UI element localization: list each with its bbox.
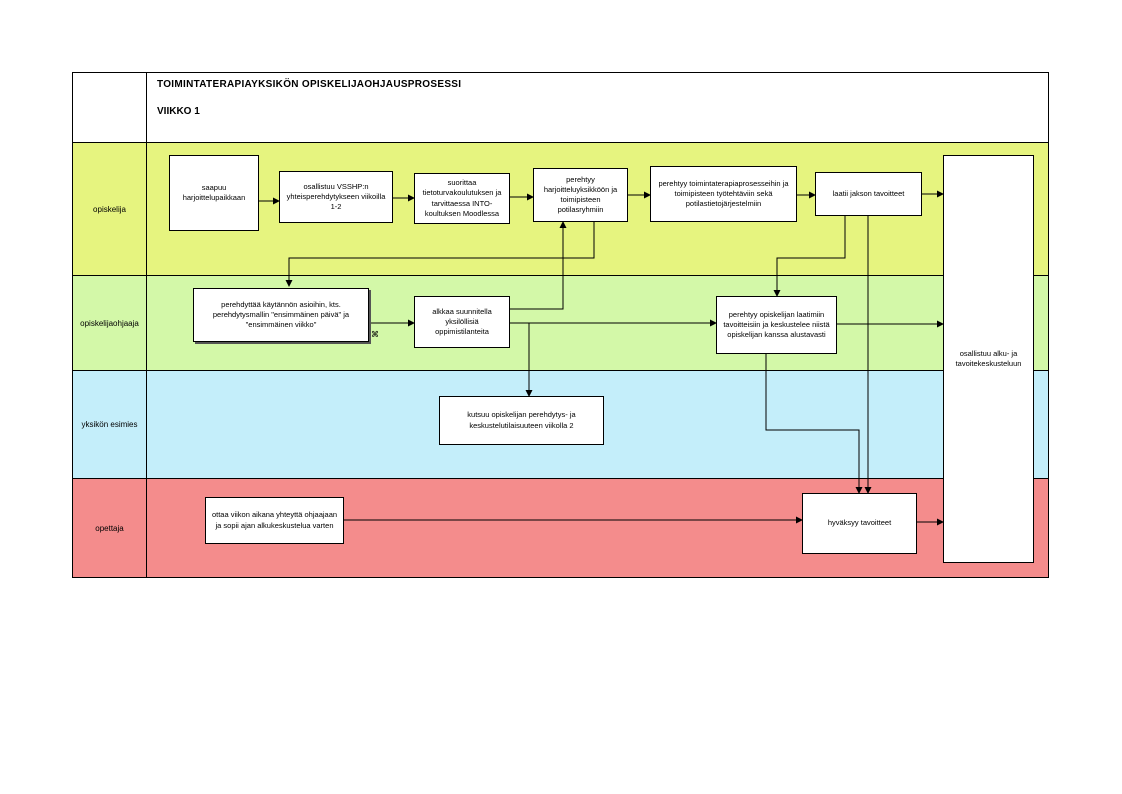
box-suorittaa: suorittaa tietoturvakoulutuksen ja tarvi… [414, 173, 510, 224]
lane-label-yksikon-esimies: yksikön esimies [73, 371, 147, 478]
document-icon: ⌘ [371, 330, 379, 339]
box-alku-tavoitekeskustelu: osallistuu alku- ja tavoitekeskusteluun [943, 155, 1034, 563]
box-kutsuu: kutsuu opiskelijan perehdytys- ja keskus… [439, 396, 604, 445]
diagram-header: TOIMINTATERAPIAYKSIKÖN OPISKELIJAOHJAUSP… [72, 72, 1049, 143]
box-osallistuu-vsshp: osallistuu VSSHP:n yhteisperehdytykseen … [279, 171, 393, 223]
box-perehtyy-harjoitteluyksikko: perehtyy harjoitteluyksikköön ja toimipi… [533, 168, 628, 222]
box-perehdyttaa: perehdyttää käytännön asioihin, kts. per… [193, 288, 369, 342]
box-hyvaksyy-tavoitteet: hyväksyy tavoitteet [802, 493, 917, 554]
lane-label-opiskelija: opiskelija [73, 143, 147, 275]
header-left-cell [73, 73, 147, 142]
box-ottaa-yhteytta: ottaa viikon aikana yhteyttä ohjaajaan j… [205, 497, 344, 544]
box-perehtyy-toimintaterapiaprosessit: perehtyy toimintaterapiaprosesseihin ja … [650, 166, 797, 222]
lane-label-opiskelijaohjaaja: opiskelijaohjaaja [73, 276, 147, 370]
page-subtitle: VIIKKO 1 [157, 106, 200, 117]
page-title: TOIMINTATERAPIAYKSIKÖN OPISKELIJAOHJAUSP… [157, 79, 462, 90]
box-saapuu: saapuu harjoittelupaikkaan [169, 155, 259, 231]
lane-label-opettaja: opettaja [73, 479, 147, 577]
box-perehtyy-tavoitteisiin: perehtyy opiskelijan laatimiin tavoittei… [716, 296, 837, 354]
box-laatii-tavoitteet: laatii jakson tavoitteet [815, 172, 922, 216]
box-aloittaa-suunnitella: alkkaa suunnitella yksilöllisiä oppimist… [414, 296, 510, 348]
